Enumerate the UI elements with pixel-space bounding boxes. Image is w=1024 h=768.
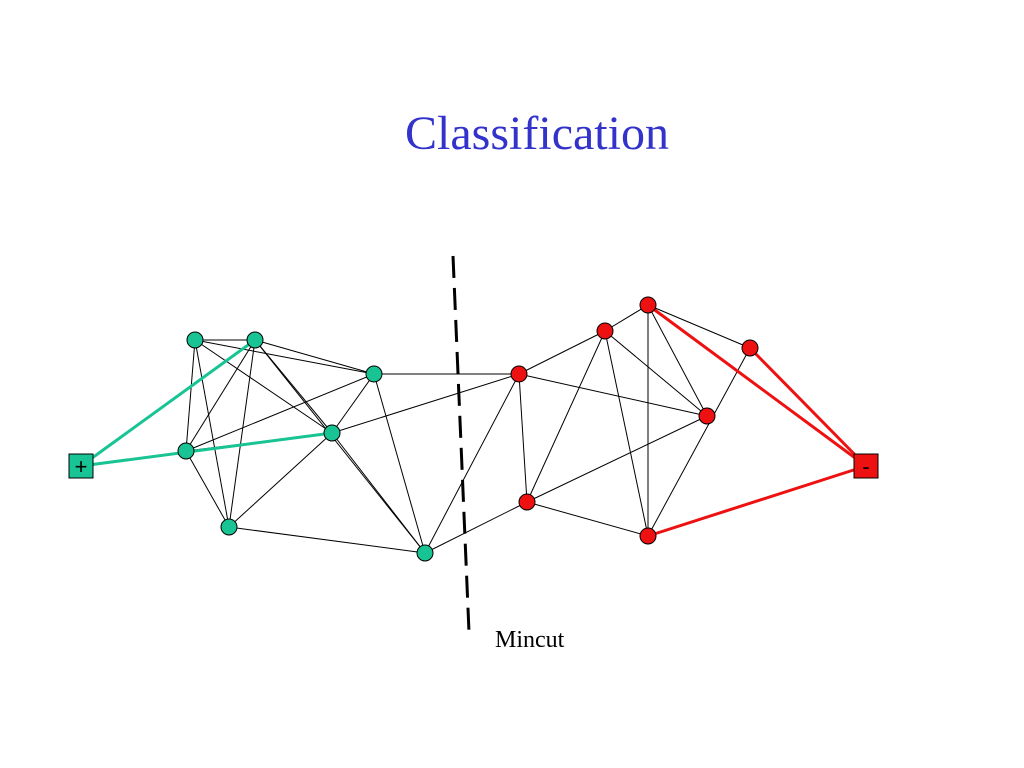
terminal-label: + — [75, 454, 88, 479]
terminal-box — [68, 453, 94, 479]
edge-g1-g5 — [194, 339, 333, 434]
edge-g1-g6 — [194, 339, 230, 528]
positive-node-g7 — [416, 544, 434, 562]
edge-g5-g6 — [228, 432, 333, 528]
mincut-line — [451, 255, 471, 633]
mincut-label: Mincut — [495, 627, 565, 653]
edge-g6-g7 — [228, 526, 426, 554]
edges-layer — [185, 304, 751, 554]
edge-g7-r1 — [424, 373, 520, 554]
edge-r3-r6 — [526, 501, 649, 537]
terminal-edge-plus-g5 — [80, 431, 333, 468]
positive-node-g4 — [177, 442, 195, 460]
terminal-box — [853, 453, 879, 479]
edge-r4-r7 — [647, 304, 751, 349]
positive-node-g5 — [323, 424, 341, 442]
negative-node-r4 — [639, 296, 657, 314]
positive-node-g6 — [220, 518, 238, 536]
terminal-edges-layer — [80, 303, 868, 538]
positive-node-g2 — [246, 331, 264, 349]
edge-g5-g7 — [331, 432, 426, 554]
edge-r2-r5 — [604, 330, 708, 417]
positive-node-g3 — [365, 365, 383, 383]
negative-node-r5 — [698, 407, 716, 425]
edge-r2-r6 — [604, 330, 649, 537]
edge-r1-r2 — [518, 330, 606, 375]
positive-terminal: + — [68, 453, 94, 479]
negative-node-r7 — [741, 339, 759, 357]
terminal-edge-minus-r4 — [647, 303, 867, 468]
edge-r4-r5 — [647, 304, 708, 417]
edge-g2-g6 — [228, 339, 256, 528]
edge-g5-r1 — [331, 373, 520, 434]
negative-node-r3 — [518, 493, 536, 511]
edge-g2-g4 — [185, 339, 256, 452]
positive-node-g1 — [186, 331, 204, 349]
edge-g2-g3 — [254, 339, 375, 375]
terminal-label: - — [862, 454, 869, 479]
edge-g3-g5 — [331, 373, 375, 434]
edge-g1-g3 — [194, 339, 375, 375]
terminals-layer: +- — [68, 453, 879, 479]
edge-g4-g6 — [185, 450, 230, 528]
negative-node-r6 — [639, 527, 657, 545]
edge-g2-g7 — [254, 339, 426, 554]
negative-node-r2 — [596, 322, 614, 340]
edge-g3-g4 — [185, 373, 375, 452]
negative-terminal: - — [853, 453, 879, 479]
edge-g7-r3 — [424, 501, 528, 554]
edge-r6-r7 — [647, 347, 751, 537]
terminal-edge-minus-r7 — [748, 346, 868, 468]
terminal-edge-plus-g2 — [80, 338, 256, 468]
edge-r1-r3 — [518, 373, 528, 503]
nodes-layer — [177, 296, 759, 562]
edge-g1-g4 — [185, 339, 196, 452]
edge-r3-r5 — [526, 415, 708, 503]
negative-node-r1 — [510, 365, 528, 383]
slide-title: Classification — [405, 107, 669, 160]
edge-g3-g7 — [373, 373, 426, 554]
edge-r2-r3 — [526, 330, 606, 503]
terminal-edge-minus-r6 — [647, 464, 867, 538]
edge-r1-r5 — [518, 373, 708, 417]
